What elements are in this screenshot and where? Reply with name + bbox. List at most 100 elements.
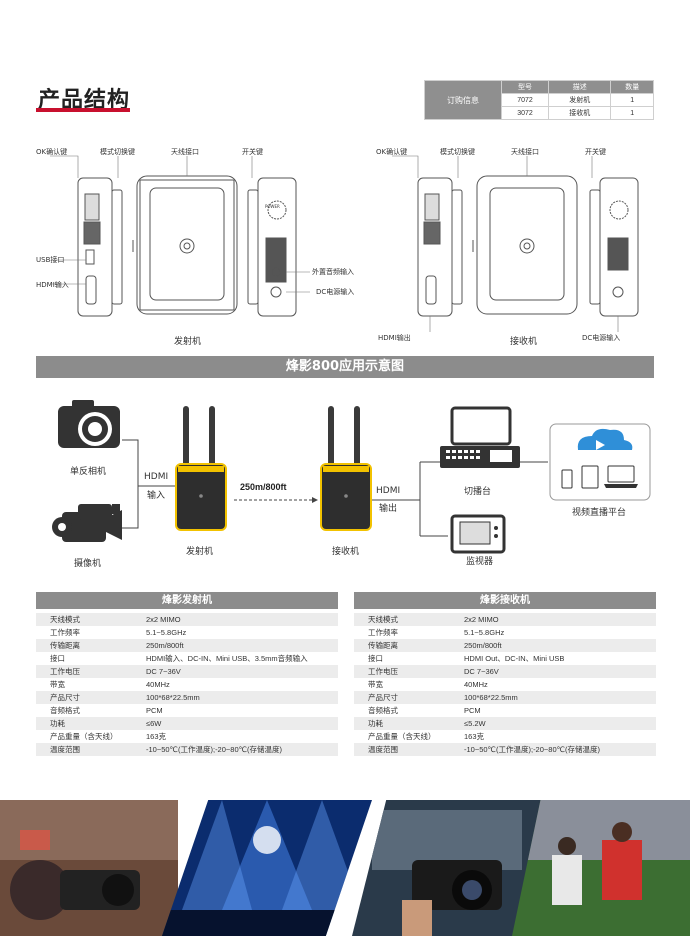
spec-param-name: 工作频率 xyxy=(36,626,132,639)
tx-label-audio-in: 外置音频输入 xyxy=(312,268,354,276)
switcher-icon xyxy=(440,406,520,468)
spec-param-value: -10~50℃(工作温度);-20~80℃(存储温度) xyxy=(132,743,338,756)
spec-param-name: 接口 xyxy=(36,652,132,665)
spec-param-value: 5.1~5.8GHz xyxy=(450,626,656,639)
spec-param-value: 5.1~5.8GHz xyxy=(132,626,338,639)
order-header: 描述 xyxy=(548,80,612,94)
photo-concert xyxy=(162,800,372,936)
spec-param-name: 温度范围 xyxy=(36,743,132,756)
spec-param-value: 40MHz xyxy=(132,678,338,691)
live-platform-icon xyxy=(549,423,651,501)
tx-app-label: 发射机 xyxy=(186,547,214,557)
rx-label-power: 开关键 xyxy=(585,148,606,156)
order-cell: 1 xyxy=(610,106,654,120)
spec-param-value: ≤5.2W xyxy=(450,717,656,730)
rx-side-view xyxy=(417,177,474,317)
spec-param-value: DC 7~36V xyxy=(450,665,656,678)
tx-label-ok: OK确认键 xyxy=(36,148,68,156)
spec-param-name: 功耗 xyxy=(354,717,450,730)
rx-label-hdmi-out: HDMI输出 xyxy=(378,334,411,342)
order-side-label: 订购信息 xyxy=(424,80,502,120)
tx-side-view xyxy=(77,177,134,317)
photo-cameraman xyxy=(352,800,542,936)
switcher-label: 切播台 xyxy=(464,487,492,497)
spec-row: 温度范围-10~50℃(工作温度);-20~80℃(存储温度) xyxy=(354,743,656,756)
spec-param-name: 产品重量（含天线） xyxy=(354,730,450,743)
spec-param-name: 产品尺寸 xyxy=(354,691,450,704)
structure-drawings: POWER xyxy=(50,155,639,332)
order-info-table: 订购信息 型号 描述 数量 7072 发射机 1 3072 接收机 1 xyxy=(424,80,654,120)
spec-param-name: 产品尺寸 xyxy=(36,691,132,704)
monitor-label: 监视器 xyxy=(466,557,494,567)
tx-label-hdmi-in: HDMI输入 xyxy=(36,281,69,289)
order-header: 数量 xyxy=(610,80,654,94)
tx-label-power: 开关键 xyxy=(242,148,263,156)
spec-param-name: 功耗 xyxy=(36,717,132,730)
spec-row: 功耗≤6W xyxy=(36,717,338,730)
rx-front-view xyxy=(476,175,578,315)
spec-row: 功耗≤5.2W xyxy=(354,717,656,730)
spec-param-name: 带宽 xyxy=(354,678,450,691)
spec-param-name: 接口 xyxy=(354,652,450,665)
spec-rx-title: 烽影接收机 xyxy=(354,592,656,609)
tx-label-mode: 模式切换键 xyxy=(100,148,135,156)
spec-param-name: 天线模式 xyxy=(354,613,450,626)
spec-param-value: 2x2 MIMO xyxy=(450,613,656,626)
spec-param-value: ≤6W xyxy=(132,717,338,730)
spec-param-value: 250m/800ft xyxy=(450,639,656,652)
spec-param-name: 工作电压 xyxy=(354,665,450,678)
order-cell: 1 xyxy=(610,93,654,107)
camera-icon xyxy=(58,400,120,448)
spec-param-value: 100*68*22.5mm xyxy=(450,691,656,704)
spec-param-name: 音频格式 xyxy=(36,704,132,717)
spec-param-name: 传输距离 xyxy=(354,639,450,652)
power-text: POWER xyxy=(265,204,280,209)
spec-param-name: 带宽 xyxy=(36,678,132,691)
spec-param-value: 100*68*22.5mm xyxy=(132,691,338,704)
spec-param-value: 163克 xyxy=(450,730,656,743)
tx-caption: 发射机 xyxy=(174,337,202,347)
order-cell: 3072 xyxy=(500,106,550,120)
spec-param-name: 工作频率 xyxy=(354,626,450,639)
camcorder-label: 摄像机 xyxy=(74,559,102,569)
spec-row: 产品重量（含天线）163克 xyxy=(354,730,656,743)
order-cell: 发射机 xyxy=(548,93,612,107)
distance-label: 250m/800ft xyxy=(240,482,287,492)
tx-label-dc-in: DC电源输入 xyxy=(316,288,355,296)
spec-tx-title: 烽影发射机 xyxy=(36,592,338,609)
spec-param-name: 产品重量（含天线） xyxy=(36,730,132,743)
tx-front-view xyxy=(136,175,238,315)
transmitter-device-icon xyxy=(175,406,227,531)
receiver-device-icon xyxy=(320,406,372,531)
hdmi-in-label-top: HDMI xyxy=(144,472,169,482)
camcorder-icon xyxy=(52,504,122,542)
spec-param-value: 163克 xyxy=(132,730,338,743)
hdmi-in-label-bottom: 输入 xyxy=(147,491,166,501)
spec-param-value: 250m/800ft xyxy=(132,639,338,652)
title-underline xyxy=(36,108,130,112)
hdmi-out-label-bottom: 输出 xyxy=(379,504,398,514)
spec-row: 温度范围-10~50℃(工作温度);-20~80℃(存储温度) xyxy=(36,743,338,756)
rx-app-label: 接收机 xyxy=(332,547,360,557)
spec-param-name: 天线模式 xyxy=(36,613,132,626)
tx-label-usb: USB接口 xyxy=(36,256,65,264)
platform-label: 视频直播平台 xyxy=(572,508,627,518)
spec-param-value: HDMI输入、DC-IN、Mini USB、3.5mm音频输入 xyxy=(132,652,338,665)
spec-param-name: 温度范围 xyxy=(354,743,450,756)
order-header: 型号 xyxy=(500,80,550,94)
table-row: 3072 接收机 1 xyxy=(425,106,654,120)
hdmi-out-label-top: HDMI xyxy=(376,486,401,496)
spec-param-name: 传输距离 xyxy=(36,639,132,652)
